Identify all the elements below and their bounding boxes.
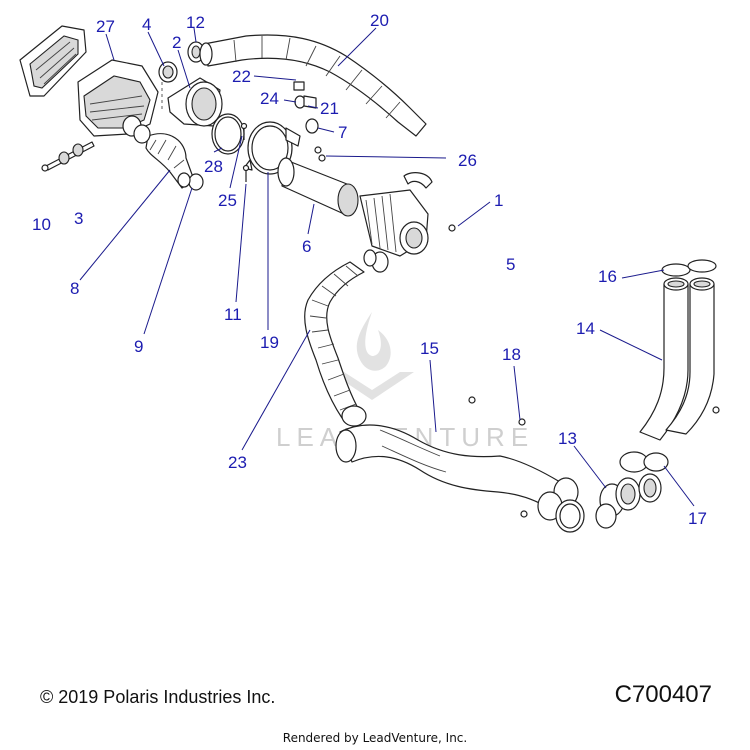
part-27-filter-lid [19,25,87,97]
callout-28: 28 [204,157,223,176]
part-23-corrugated-hose [304,249,389,427]
callout-27: 27 [96,17,115,36]
callout-6: 6 [302,237,311,256]
part-9-clamp [177,172,204,191]
part-18-screw [468,396,528,518]
part-16-clamp [661,259,717,277]
part-3-grommet [58,143,84,165]
copyright-notice: © 2019 Polaris Industries Inc. [40,687,276,707]
part-5-screw [448,224,456,232]
callout-14: 14 [576,319,595,338]
callout-22: 22 [232,67,251,86]
callout-4: 4 [142,15,151,34]
callout-1: 1 [494,191,503,210]
rendered-by-credit: Rendered by LeadVenture, Inc. [282,731,468,745]
callout-3: 3 [74,209,83,228]
part-14-twin-duct [639,277,720,441]
part-25-bolt [240,122,248,140]
part-11-bolt [242,164,250,182]
callout-7: 7 [338,123,347,142]
callout-18: 18 [502,345,521,364]
part-15-lower-duct [335,424,585,533]
part-22-fitting [293,81,305,91]
leader-lines [79,27,695,507]
callout-23: 23 [228,453,247,472]
callout-25: 25 [218,191,237,210]
callout-numbers: 27 4 12 2 20 22 24 21 7 26 28 25 10 3 1 … [32,11,707,528]
part-6-filter-element [277,157,359,217]
callout-19: 19 [260,333,279,352]
callout-21: 21 [320,99,339,118]
part-airbox-housing [77,59,159,137]
part-7-valve [305,118,319,134]
part-2-adapter [167,77,223,127]
diagram-id: C700407 [614,681,712,708]
callout-13: 13 [558,429,577,448]
callout-24: 24 [260,89,279,108]
part-17-clamp [595,451,669,529]
callout-20: 20 [370,11,389,30]
part-28-o-ring [211,113,245,155]
callout-11: 11 [224,305,242,324]
callout-17: 17 [688,509,707,528]
callout-16: 16 [598,267,617,286]
callout-5: 5 [506,255,515,274]
callout-12: 12 [186,13,205,32]
callout-2: 2 [172,33,181,52]
part-4-clamp [158,61,178,83]
part-26-screw [314,146,326,162]
callout-8: 8 [70,279,79,298]
part-1-filter-housing [359,172,433,257]
callout-15: 15 [420,339,439,358]
callout-26: 26 [458,151,477,170]
callout-10: 10 [32,215,51,234]
part-13-coupler [599,473,662,517]
part-20-upper-duct [199,34,427,137]
callout-9: 9 [134,337,143,356]
